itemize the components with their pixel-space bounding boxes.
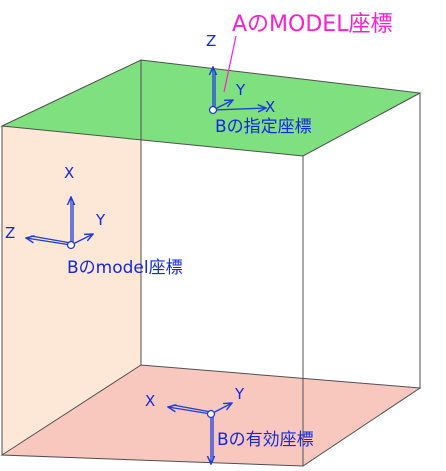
cube-left-face	[2, 60, 141, 455]
cube-edges	[0, 59, 422, 467]
a-model-leader-line	[223, 35, 237, 93]
top-axis-triad	[208, 67, 267, 115]
bottom-axis-triad	[168, 403, 232, 464]
bottom-origin	[206, 409, 216, 419]
b-model-coord-label: Bのmodel座標	[67, 258, 183, 278]
top-z-label: Z	[206, 32, 216, 50]
top-x-label: X	[265, 98, 275, 116]
left-x-label: X	[64, 164, 74, 182]
top-y-label: Y	[235, 81, 246, 99]
left-y-label: Y	[95, 211, 106, 229]
b-effective-coord-label: Bの有効座標	[217, 430, 314, 450]
top-x-axis	[212, 108, 266, 110]
a-model-coord-label: AのMODEL座標	[232, 12, 392, 37]
left-axis-triad	[26, 197, 93, 250]
b-specified-coord-label: Bの指定座標	[215, 117, 312, 137]
left-z-axis	[26, 238, 72, 246]
bottom-x-label: X	[145, 392, 155, 410]
bottom-y-label: Y	[234, 385, 245, 403]
top-origin	[208, 105, 218, 115]
left-z-label: Z	[5, 224, 15, 242]
bottom-x-axis	[168, 407, 212, 415]
left-origin	[66, 240, 76, 250]
